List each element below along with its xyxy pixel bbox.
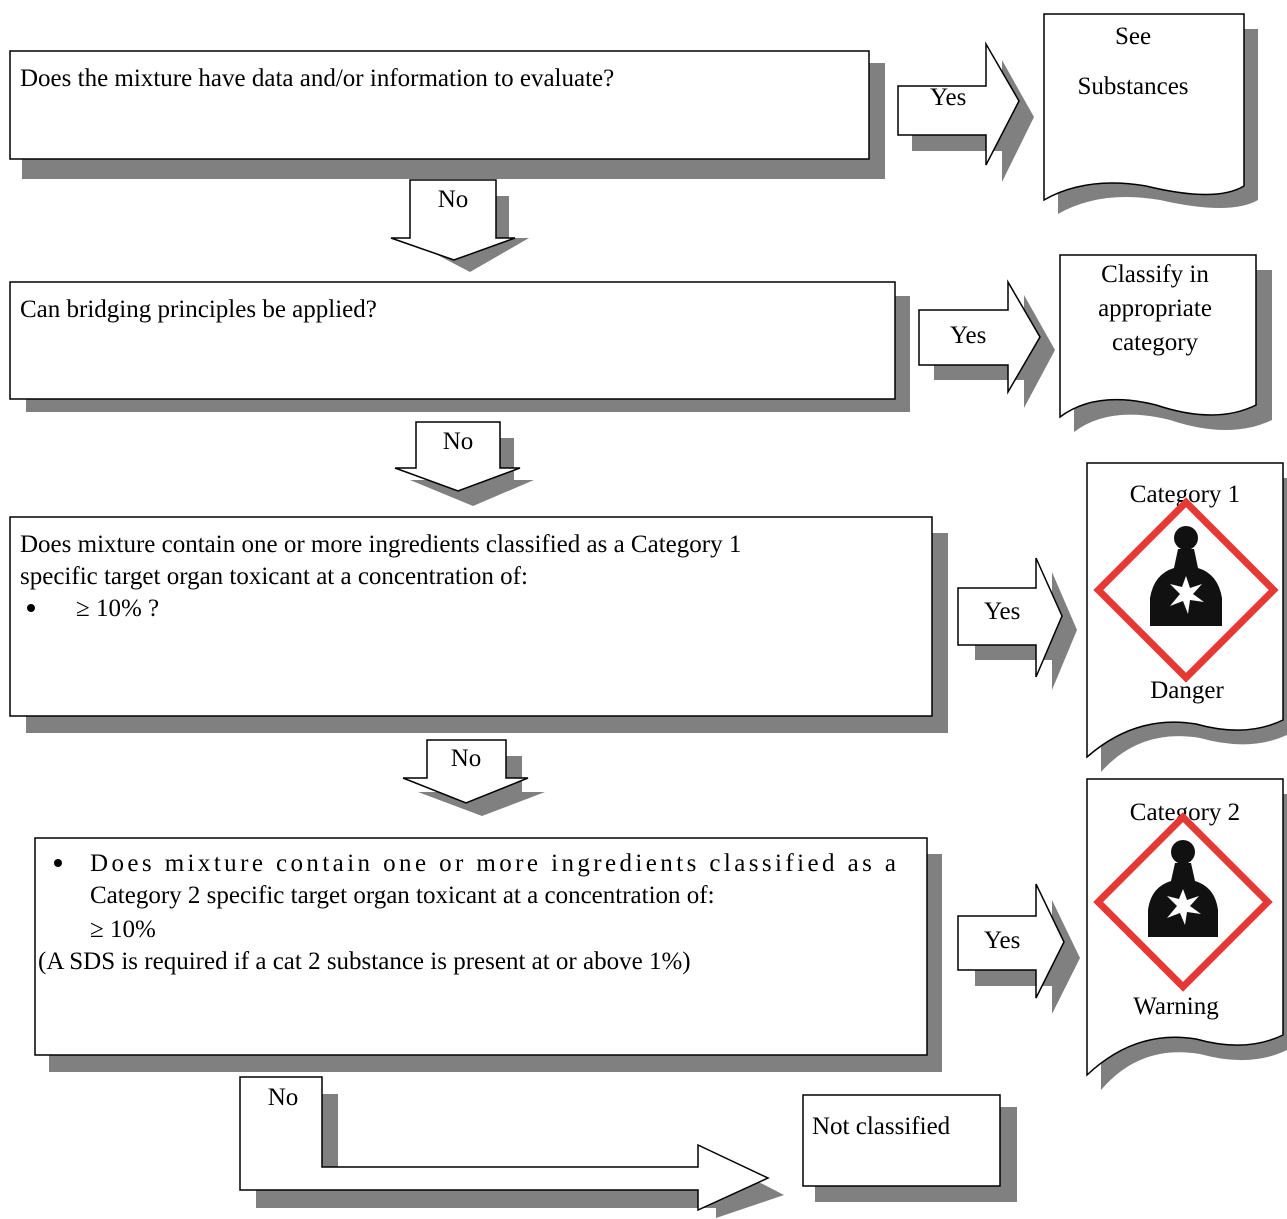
question-1-group: Does the mixture have data and/or inform… (9, 50, 885, 179)
question-2-box (9, 281, 896, 400)
outcome-classify-appropriate: Classify in appropriate category (1059, 254, 1272, 432)
category-2-signal: Warning (1133, 993, 1219, 1020)
question-1-box (9, 50, 870, 160)
no-arrow-final: No (239, 1076, 784, 1218)
no-label-3: No (451, 745, 482, 772)
outcome-see-substances: See Substances (1043, 13, 1258, 214)
question-3-line2: specific target organ toxicant at a conc… (20, 563, 528, 590)
question-2-text: Can bridging principles be applied? (20, 296, 377, 323)
category-1-signal: Danger (1150, 677, 1224, 704)
no-arrow-2: No (394, 421, 534, 506)
no-label-2: No (443, 428, 474, 455)
question-2-group: Can bridging principles be applied? (9, 281, 910, 412)
no-arrow-1: No (390, 179, 529, 272)
question-3-bullet: ≥ 10% ? (76, 595, 159, 622)
not-classified-text: Not classified (812, 1113, 951, 1140)
yes-label-1: Yes (930, 84, 966, 111)
yes-label-4: Yes (984, 927, 1020, 954)
question-3-group: Does mixture contain one or more ingredi… (9, 516, 948, 733)
question-4-line3: ≥ 10% (90, 916, 156, 943)
outcome-not-classified: Not classified (802, 1094, 1017, 1202)
health-hazard-icon (1093, 812, 1273, 992)
no-arrow-3: No (402, 739, 545, 816)
yes-arrow-1: Yes (897, 41, 1034, 182)
classify-line3: category (1112, 329, 1199, 356)
question-4-group: Does mixture contain one or more ingredi… (34, 837, 942, 1072)
yes-label-2: Yes (950, 322, 986, 349)
bullet-icon (54, 859, 62, 867)
question-4-line1: Does mixture contain one or more ingredi… (90, 850, 896, 877)
question-4-line2: Category 2 specific target organ toxican… (90, 882, 715, 909)
see-substances-line2: Substances (1077, 73, 1188, 100)
yes-arrow-4: Yes (957, 883, 1080, 1014)
see-substances-line1: See (1115, 23, 1151, 50)
classify-line1: Classify in (1101, 261, 1209, 288)
question-4-note: (A SDS is required if a cat 2 substance … (38, 948, 691, 975)
yes-arrow-3: Yes (957, 557, 1077, 690)
no-label-1: No (438, 186, 469, 213)
question-1-text: Does the mixture have data and/or inform… (20, 65, 614, 92)
outcome-category-2: Category 2 Warning (1086, 778, 1287, 1090)
health-hazard-icon (1093, 497, 1279, 683)
classify-line2: appropriate (1098, 295, 1212, 322)
question-3-line1: Does mixture contain one or more ingredi… (20, 531, 741, 558)
question-4-box (34, 837, 928, 1056)
bullet-icon (27, 604, 35, 612)
not-classified-box (802, 1094, 1001, 1187)
outcome-category-1: Category 1 Danger (1086, 462, 1287, 772)
question-3-box (9, 516, 933, 717)
yes-arrow-2: Yes (918, 279, 1055, 408)
no-label-final: No (268, 1084, 299, 1111)
yes-label-3: Yes (984, 598, 1020, 625)
